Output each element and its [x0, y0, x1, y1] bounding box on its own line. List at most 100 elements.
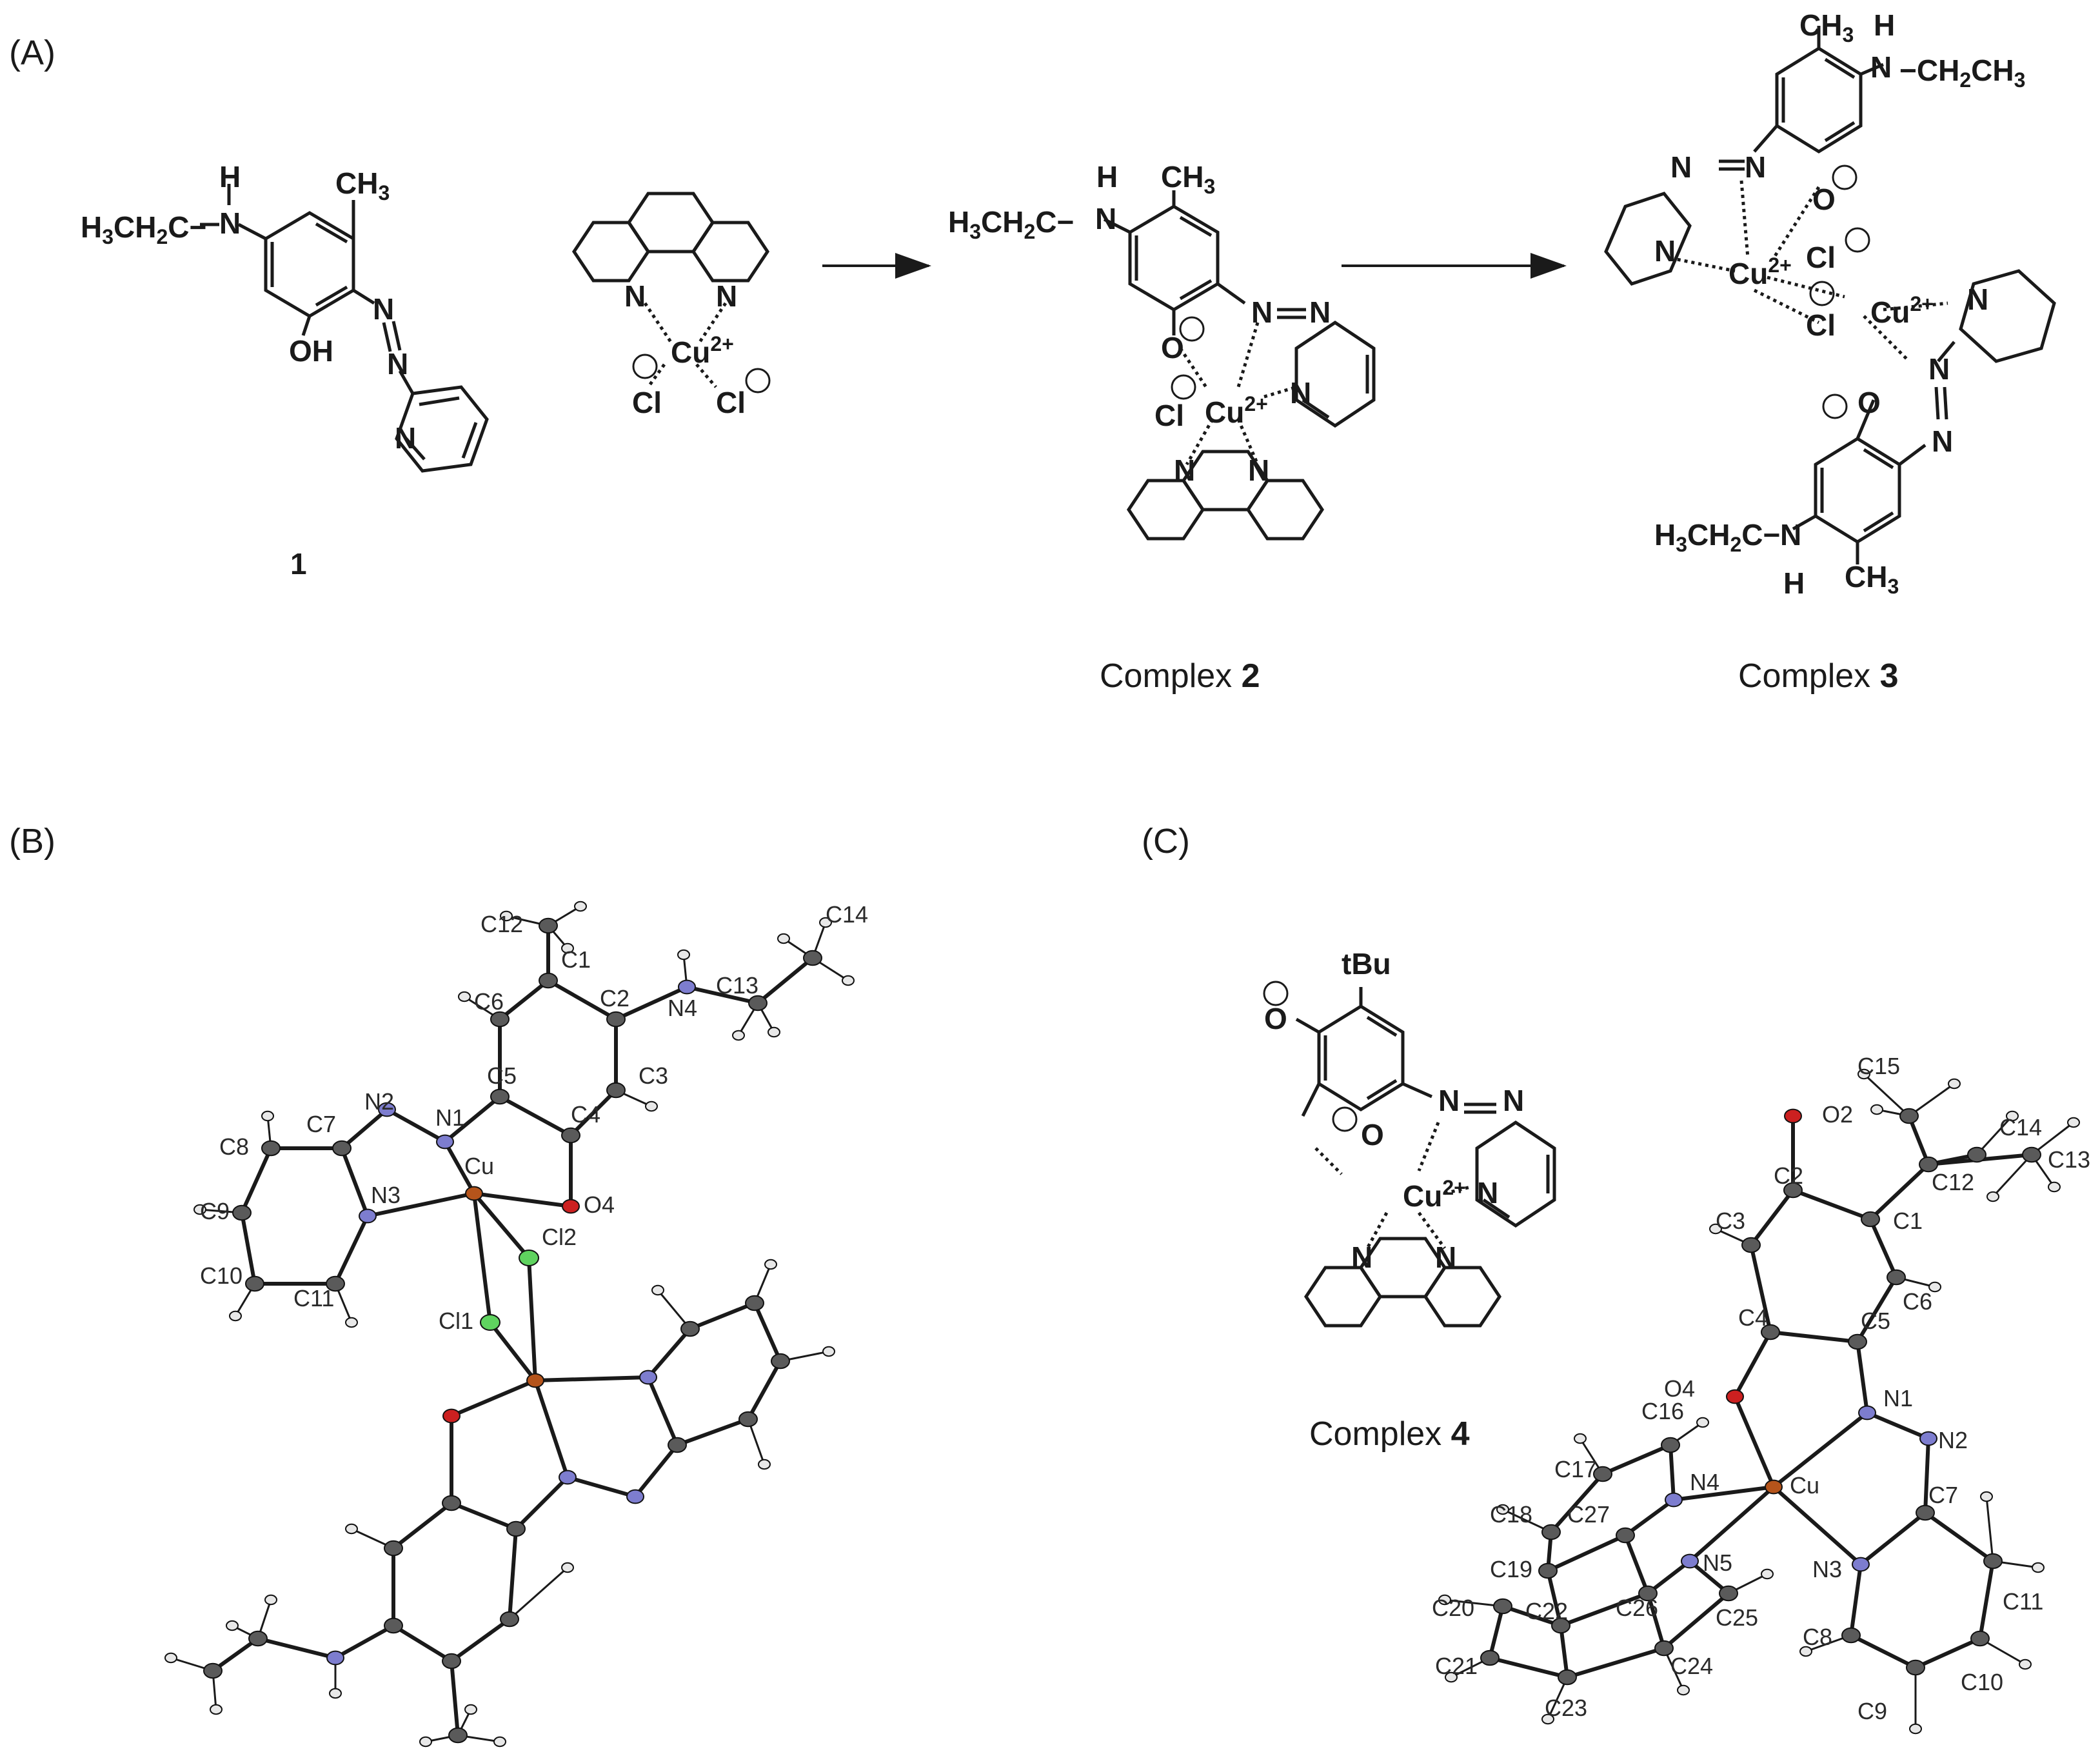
crystal-b-bond — [757, 956, 814, 1005]
chloride-left: Cl — [632, 386, 662, 419]
crystal-b-bond — [341, 1108, 388, 1150]
complex-3-azo-n-bottom-a: N — [1928, 352, 1950, 386]
crystal-b-label-c4: C4 — [571, 1101, 600, 1128]
crystal-b-label-o4: O4 — [584, 1191, 615, 1218]
compound-1-pyridine-ring — [395, 385, 489, 473]
compound-1-structure — [200, 184, 489, 473]
crystal-c-label-c22: C22 — [1525, 1598, 1568, 1624]
crystal-c-label-c12: C12 — [1932, 1169, 1974, 1195]
crystal-b-atom-h — [226, 1620, 239, 1631]
crystal-c-atom-cu — [1765, 1479, 1783, 1495]
complex-3-amine-n-top: N — [1870, 50, 1892, 84]
crystal-b-atom-h — [651, 1284, 664, 1296]
crystal-b-bond — [450, 1501, 517, 1531]
compound-1-azo-n1: N — [373, 292, 394, 326]
crystal-b-atom-h — [777, 933, 790, 944]
crystal-c-atom-c — [1983, 1553, 2003, 1570]
crystal-b-bond — [450, 1379, 537, 1418]
complex-4-azo-n1: N — [1438, 1084, 1460, 1117]
crystal-b-bond — [633, 1444, 679, 1498]
crystal-c-label-c21: C21 — [1435, 1653, 1478, 1679]
complex-4-caption: Complex 4 — [1309, 1415, 1470, 1453]
crystal-b-bond — [547, 979, 617, 1021]
complex-3-methyl-bottom: CH3 — [1845, 560, 1899, 598]
crystal-b-atom-c — [668, 1437, 687, 1453]
crystal-b-bond — [334, 1624, 395, 1660]
crystal-b-atom-c — [803, 950, 822, 966]
complex-3-chloride-top: Cl — [1806, 241, 1836, 274]
crystal-b-atom-h — [419, 1736, 432, 1748]
compound-1-pyridine-n: N — [395, 421, 416, 455]
crystal-c-bond — [1976, 1115, 2014, 1156]
crystal-b-bond — [509, 1566, 568, 1620]
crystal-b-atom-c — [606, 1011, 626, 1028]
crystal-c-atom-h — [2048, 1181, 2061, 1193]
crystal-b-atom-c — [490, 1011, 510, 1028]
crystal-b-atom-h — [493, 1736, 506, 1748]
crystal-b-label-c2: C2 — [600, 985, 629, 1012]
crystal-c-bond — [1908, 1082, 1955, 1117]
crystal-b-label-cu: Cu — [464, 1153, 494, 1179]
crystal-c-atom-h — [1445, 1671, 1458, 1683]
crystal-b-atom-h — [229, 1310, 242, 1322]
crystal-c-label-c25: C25 — [1716, 1604, 1758, 1631]
crystal-c-atom-h — [1438, 1594, 1451, 1606]
crystal-c-bond — [1868, 1162, 1930, 1221]
crystal-b-atom-h — [264, 1594, 277, 1606]
crystal-b-atom-c — [245, 1275, 264, 1292]
crystal-b-bond — [488, 1321, 537, 1382]
crystal-b-atom-c — [232, 1204, 252, 1221]
complex-2-azo-n2: N — [1309, 295, 1331, 329]
complex-4-phenolate-o: O — [1361, 1118, 1384, 1151]
crystal-b-label-n4: N4 — [668, 995, 697, 1021]
crystal-b-bond — [535, 1375, 649, 1382]
crystal-b-label-c13: C13 — [716, 972, 758, 999]
crystal-b-atom-h — [345, 1523, 358, 1535]
crystal-c-atom-h — [1870, 1104, 1883, 1115]
crystal-b-atom-c — [539, 972, 558, 989]
crystal-c-bond — [1488, 1606, 1505, 1659]
crystal-c-bond — [1560, 1591, 1649, 1628]
crystal-b-atom-n — [559, 1470, 577, 1485]
crystal-c-bond — [1663, 1591, 1730, 1650]
compound-1-amine-n: N — [219, 206, 241, 240]
crystal-c-atom-h — [2019, 1659, 2032, 1670]
crystal-b-bond — [340, 1147, 370, 1217]
crystal-b-atom-c — [326, 1275, 345, 1292]
crystal-c-atom-h — [1709, 1223, 1722, 1235]
crystal-c-atom-o — [1726, 1389, 1744, 1404]
crystal-c-label-c9: C9 — [1857, 1698, 1887, 1724]
crystal-c-label-o4: O4 — [1664, 1375, 1695, 1402]
crystal-b-label-c11: C11 — [293, 1285, 334, 1311]
crystal-b-atom-c — [448, 1727, 468, 1744]
complex-4-phen-n-right: N — [1435, 1241, 1456, 1274]
crystal-b-atom-h — [842, 975, 855, 986]
crystal-c-bond — [1669, 1444, 1676, 1500]
crystal-c-atom-n — [1681, 1553, 1699, 1569]
crystal-c-label-c20: C20 — [1432, 1595, 1474, 1621]
crystal-b-label-cl1: Cl1 — [439, 1308, 473, 1334]
crystal-c-label-c5: C5 — [1861, 1308, 1890, 1334]
crystal-c-bond — [1673, 1485, 1774, 1502]
crystal-b-atom-h — [764, 1259, 777, 1270]
crystal-b-atom-h — [768, 1026, 780, 1038]
crystal-b-bond — [508, 1528, 518, 1620]
crystal-c-label-n5: N5 — [1703, 1550, 1732, 1576]
complex-4-azo-n2: N — [1503, 1084, 1524, 1117]
crystal-c-atom-c — [1841, 1627, 1861, 1644]
complex-2-cu: Cu2+ — [1205, 392, 1268, 429]
crystal-b-atom-cl — [480, 1314, 500, 1331]
crystal-c-bond — [1567, 1646, 1665, 1679]
crystal-c-atom-c — [1480, 1649, 1500, 1666]
crystal-b-atom-n — [678, 979, 696, 995]
crystal-c-bond — [1985, 1496, 1994, 1562]
crystal-b-atom-h — [677, 949, 690, 961]
crystal-b-atom-h — [500, 910, 513, 922]
crystal-c-label-cu: Cu — [1790, 1472, 1819, 1499]
crystal-c-bond — [1924, 1511, 1994, 1563]
crystal-c-atom-o — [1784, 1108, 1802, 1124]
crystal-b-bond — [753, 1302, 782, 1362]
crystal-c-atom-c — [1719, 1585, 1738, 1602]
crystal-c-bond — [1772, 1411, 1868, 1489]
crystal-c-atom-h — [1948, 1078, 1961, 1090]
